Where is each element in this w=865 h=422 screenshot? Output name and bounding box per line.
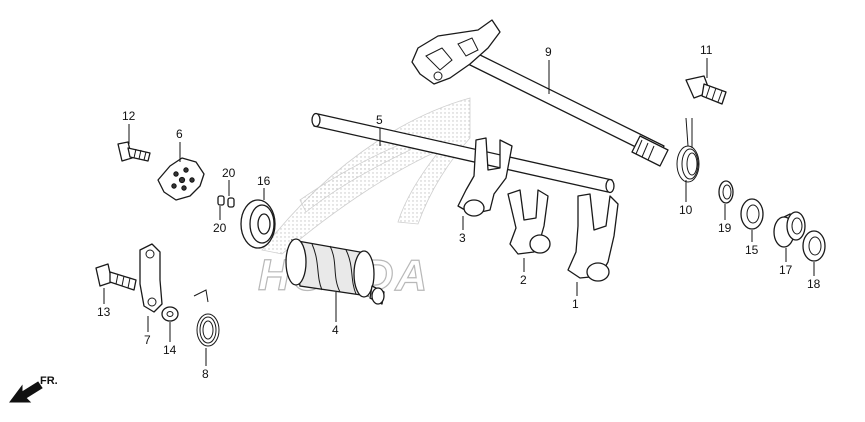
callout-14: 14 <box>163 343 177 357</box>
part-2-shift-fork <box>507 189 551 255</box>
callout-4: 4 <box>332 323 339 337</box>
callout-20-upper: 20 <box>222 166 236 180</box>
part-11-bolt <box>685 75 727 105</box>
callout-16: 16 <box>257 174 271 188</box>
callout-20-lower: 20 <box>213 221 227 235</box>
front-direction-indicator: FR. <box>9 375 58 403</box>
callout-12: 12 <box>122 109 136 123</box>
part-20-dowel-pins <box>217 195 235 208</box>
part-1-shift-fork <box>567 193 619 282</box>
callout-6: 6 <box>176 127 183 141</box>
part-6-drum-center <box>157 157 205 201</box>
front-direction-label: FR. <box>40 375 58 387</box>
callout-9: 9 <box>545 45 552 59</box>
part-14-washer <box>161 306 179 322</box>
part-12-bolt <box>117 141 151 162</box>
callout-2: 2 <box>520 273 527 287</box>
part-5-fork-shaft <box>311 112 615 194</box>
part-9-shift-spindle <box>411 19 669 167</box>
callout-17: 17 <box>779 263 793 277</box>
callout-1: 1 <box>572 297 579 311</box>
callout-10: 10 <box>679 203 693 217</box>
part-19-snap-ring <box>718 180 734 204</box>
front-arrow-icon <box>9 381 43 403</box>
callout-8: 8 <box>202 367 209 381</box>
callout-5: 5 <box>376 113 383 127</box>
callout-labels: 1 2 3 4 5 6 7 8 9 10 11 12 13 14 15 16 1… <box>97 43 821 381</box>
leader-lines <box>103 58 815 366</box>
part-10-return-spring <box>676 117 700 183</box>
part-8-stopper-spring <box>193 289 220 347</box>
part-15-washer <box>740 198 764 230</box>
part-18-oil-seal <box>802 230 826 262</box>
callout-15: 15 <box>745 243 759 257</box>
part-17-needle-bearing <box>773 211 806 248</box>
part-3-shift-fork <box>457 137 513 217</box>
callout-3: 3 <box>459 231 466 245</box>
callout-13: 13 <box>97 305 111 319</box>
part-16-bearing <box>240 199 276 249</box>
part-13-bolt <box>95 263 137 291</box>
callout-7: 7 <box>144 333 151 347</box>
part-4-shift-drum <box>285 238 385 305</box>
part-7-stopper-arm <box>139 243 163 313</box>
callout-18: 18 <box>807 277 821 291</box>
callout-11: 11 <box>700 43 713 57</box>
callout-19: 19 <box>718 221 732 235</box>
